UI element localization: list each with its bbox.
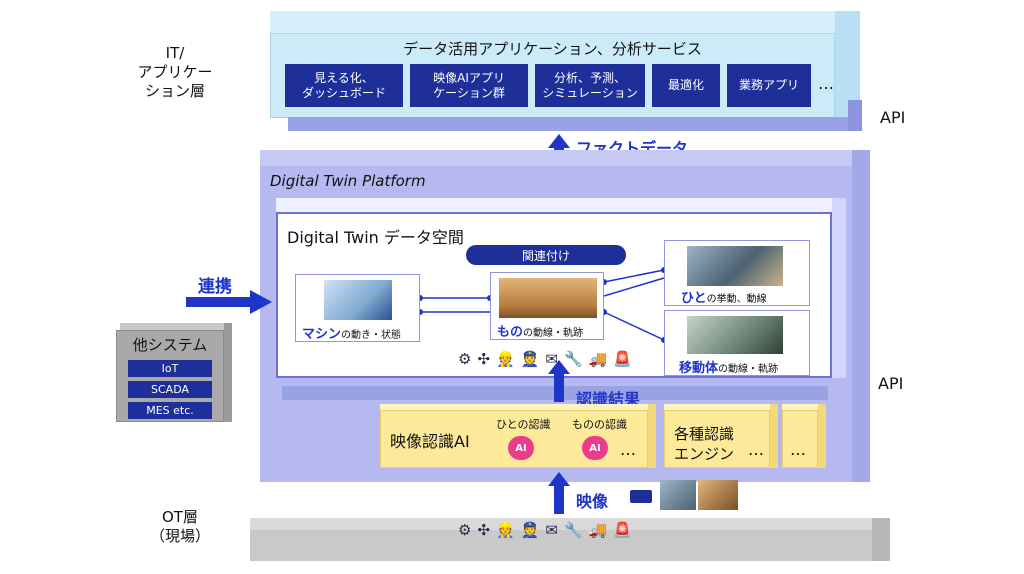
result-arrow-stem — [554, 372, 564, 402]
person-ai-label: ひとの認識 — [496, 418, 551, 431]
data-space-top — [276, 198, 846, 212]
connector-dot — [601, 279, 607, 285]
vehicles-label: 移動体の動線・軌跡 — [679, 361, 779, 376]
engines-more: … — [748, 440, 765, 459]
other-system-iot: IoT — [128, 360, 212, 377]
result-arrow-head — [548, 360, 570, 374]
app-video-ai: 映像AIアプリ ケーション群 — [410, 64, 528, 107]
other-systems-side — [224, 323, 232, 422]
platform-title: Digital Twin Platform — [270, 172, 426, 190]
ot-floor-side — [872, 518, 890, 561]
vehicles-photo — [687, 316, 783, 354]
line-things-vehicles — [603, 311, 665, 341]
link-pill: 関連付け — [466, 245, 626, 265]
api-shelf-top — [288, 117, 848, 131]
platform-top — [260, 150, 870, 166]
video-ai-top — [380, 404, 656, 414]
ot-floor-top — [250, 518, 890, 530]
ot-layer-label: OT層 （現場） — [149, 508, 210, 545]
platform-side — [852, 150, 870, 482]
video-arrow-stem — [554, 484, 564, 514]
link-label: 連携 — [198, 277, 232, 297]
data-space-side — [832, 198, 846, 378]
people-label: ひとの挙動、動線 — [681, 291, 767, 306]
extra-engine-block — [782, 410, 818, 468]
link-arrow — [186, 290, 272, 314]
connector-dot — [417, 295, 423, 301]
person-ai-icon: AI — [508, 436, 534, 460]
data-space-title: Digital Twin データ空間 — [287, 228, 464, 247]
other-system-mes: MES etc. — [128, 402, 212, 419]
video-label: 映像 — [576, 492, 609, 511]
connector-dot — [601, 309, 607, 315]
video-thumb — [660, 480, 696, 510]
app-analysis: 分析、予測、 シミュレーション — [535, 64, 645, 107]
other-systems-top — [120, 323, 232, 333]
things-card: ものの動線・軌跡 — [490, 272, 604, 340]
it-layer-title: データ活用アプリケーション、分析サービス — [403, 40, 702, 58]
ot-floor — [250, 530, 872, 561]
it-layer-label: IT/ アプリケー ション層 — [137, 44, 213, 100]
connector-dot — [417, 309, 423, 315]
other-systems-title: 他システム — [132, 336, 208, 354]
machine-card: マシンの動き・状態 — [295, 274, 420, 342]
engines-block — [664, 410, 770, 468]
object-ai-label: ものの認識 — [572, 418, 627, 431]
floor-icon-row: ⚙✣👷👮✉🔧🚚🚨 — [458, 521, 638, 539]
video-ai-label: 映像認識AI — [390, 432, 470, 451]
things-label: ものの動線・軌跡 — [497, 325, 584, 340]
app-dashboard: 見える化、 ダッシュボード — [285, 64, 403, 107]
app-optimization: 最適化 — [652, 64, 720, 107]
api-label-top: API — [880, 108, 906, 127]
line-things-people-a — [603, 269, 665, 283]
other-system-scada: SCADA — [128, 381, 212, 398]
api-label-mid: API — [878, 374, 904, 393]
machine-label: マシンの動き・状態 — [302, 327, 402, 342]
vehicles-card: 移動体の動線・軌跡 — [664, 310, 810, 376]
app-business: 業務アプリ — [727, 64, 811, 107]
apps-more: … — [818, 74, 835, 93]
engines-top — [664, 404, 778, 414]
video-thumb — [698, 480, 738, 510]
api-shelf-top-side — [848, 100, 862, 131]
video-ai-side — [648, 404, 656, 468]
fact-arrow-head — [548, 134, 570, 148]
extra-engine-top — [782, 404, 826, 414]
engines-label: 各種認識 エンジン — [674, 425, 735, 463]
camera-icon — [630, 490, 652, 503]
engines-side — [770, 404, 778, 468]
object-ai-icon: AI — [582, 436, 608, 460]
line-things-people-b — [603, 277, 665, 297]
people-card: ひとの挙動、動線 — [664, 240, 810, 306]
extra-engine-more: … — [790, 440, 807, 459]
video-arrow-head — [548, 472, 570, 486]
platform-icon-row: ⚙✣👷👮✉🔧🚚🚨 — [458, 350, 638, 368]
things-photo — [499, 278, 597, 318]
extra-engine-side — [818, 404, 826, 468]
people-photo — [687, 246, 783, 286]
it-block-top — [270, 11, 860, 33]
video-ai-more: … — [620, 440, 637, 459]
machine-photo — [324, 280, 392, 320]
